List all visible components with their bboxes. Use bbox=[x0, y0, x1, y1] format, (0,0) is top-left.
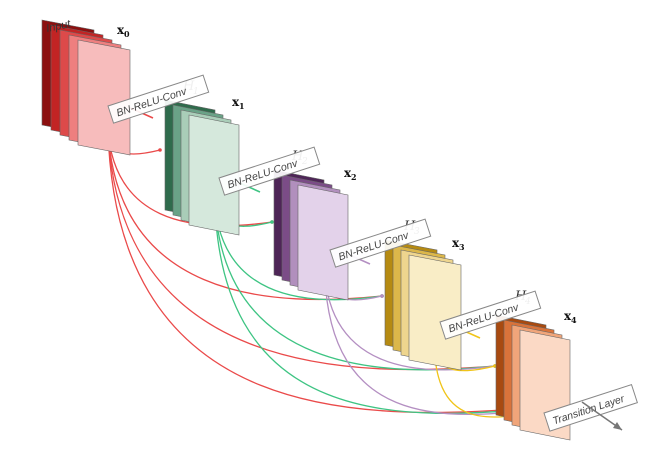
output-arrow-head bbox=[613, 422, 622, 430]
feature-map-slice bbox=[408, 254, 462, 371]
x-label-sub-4: 4 bbox=[571, 315, 577, 325]
x-label-0: x bbox=[117, 23, 125, 37]
connection-end-dot bbox=[158, 148, 162, 152]
feature-map-slice bbox=[77, 39, 131, 156]
x-label-sub-0: 0 bbox=[124, 29, 130, 39]
block-3 bbox=[384, 239, 462, 371]
connection-end-dot bbox=[270, 220, 274, 224]
block-1 bbox=[164, 99, 240, 236]
block-2 bbox=[273, 169, 349, 301]
x-label-4: x bbox=[564, 309, 572, 323]
feature-map-slice bbox=[297, 184, 349, 301]
connection-end-dot bbox=[380, 294, 384, 298]
block-0 bbox=[41, 19, 131, 156]
x-label-sub-2: 2 bbox=[351, 172, 357, 182]
x-label-2: x bbox=[344, 166, 352, 180]
feature-map-slice bbox=[188, 114, 240, 236]
x-label-3: x bbox=[452, 236, 460, 250]
x-label-sub-3: 3 bbox=[459, 242, 465, 252]
x-label-1: x bbox=[232, 95, 240, 109]
x-label-sub-1: 1 bbox=[239, 101, 245, 111]
input-label: Input bbox=[45, 18, 72, 35]
feature-map-blocks bbox=[41, 19, 571, 441]
